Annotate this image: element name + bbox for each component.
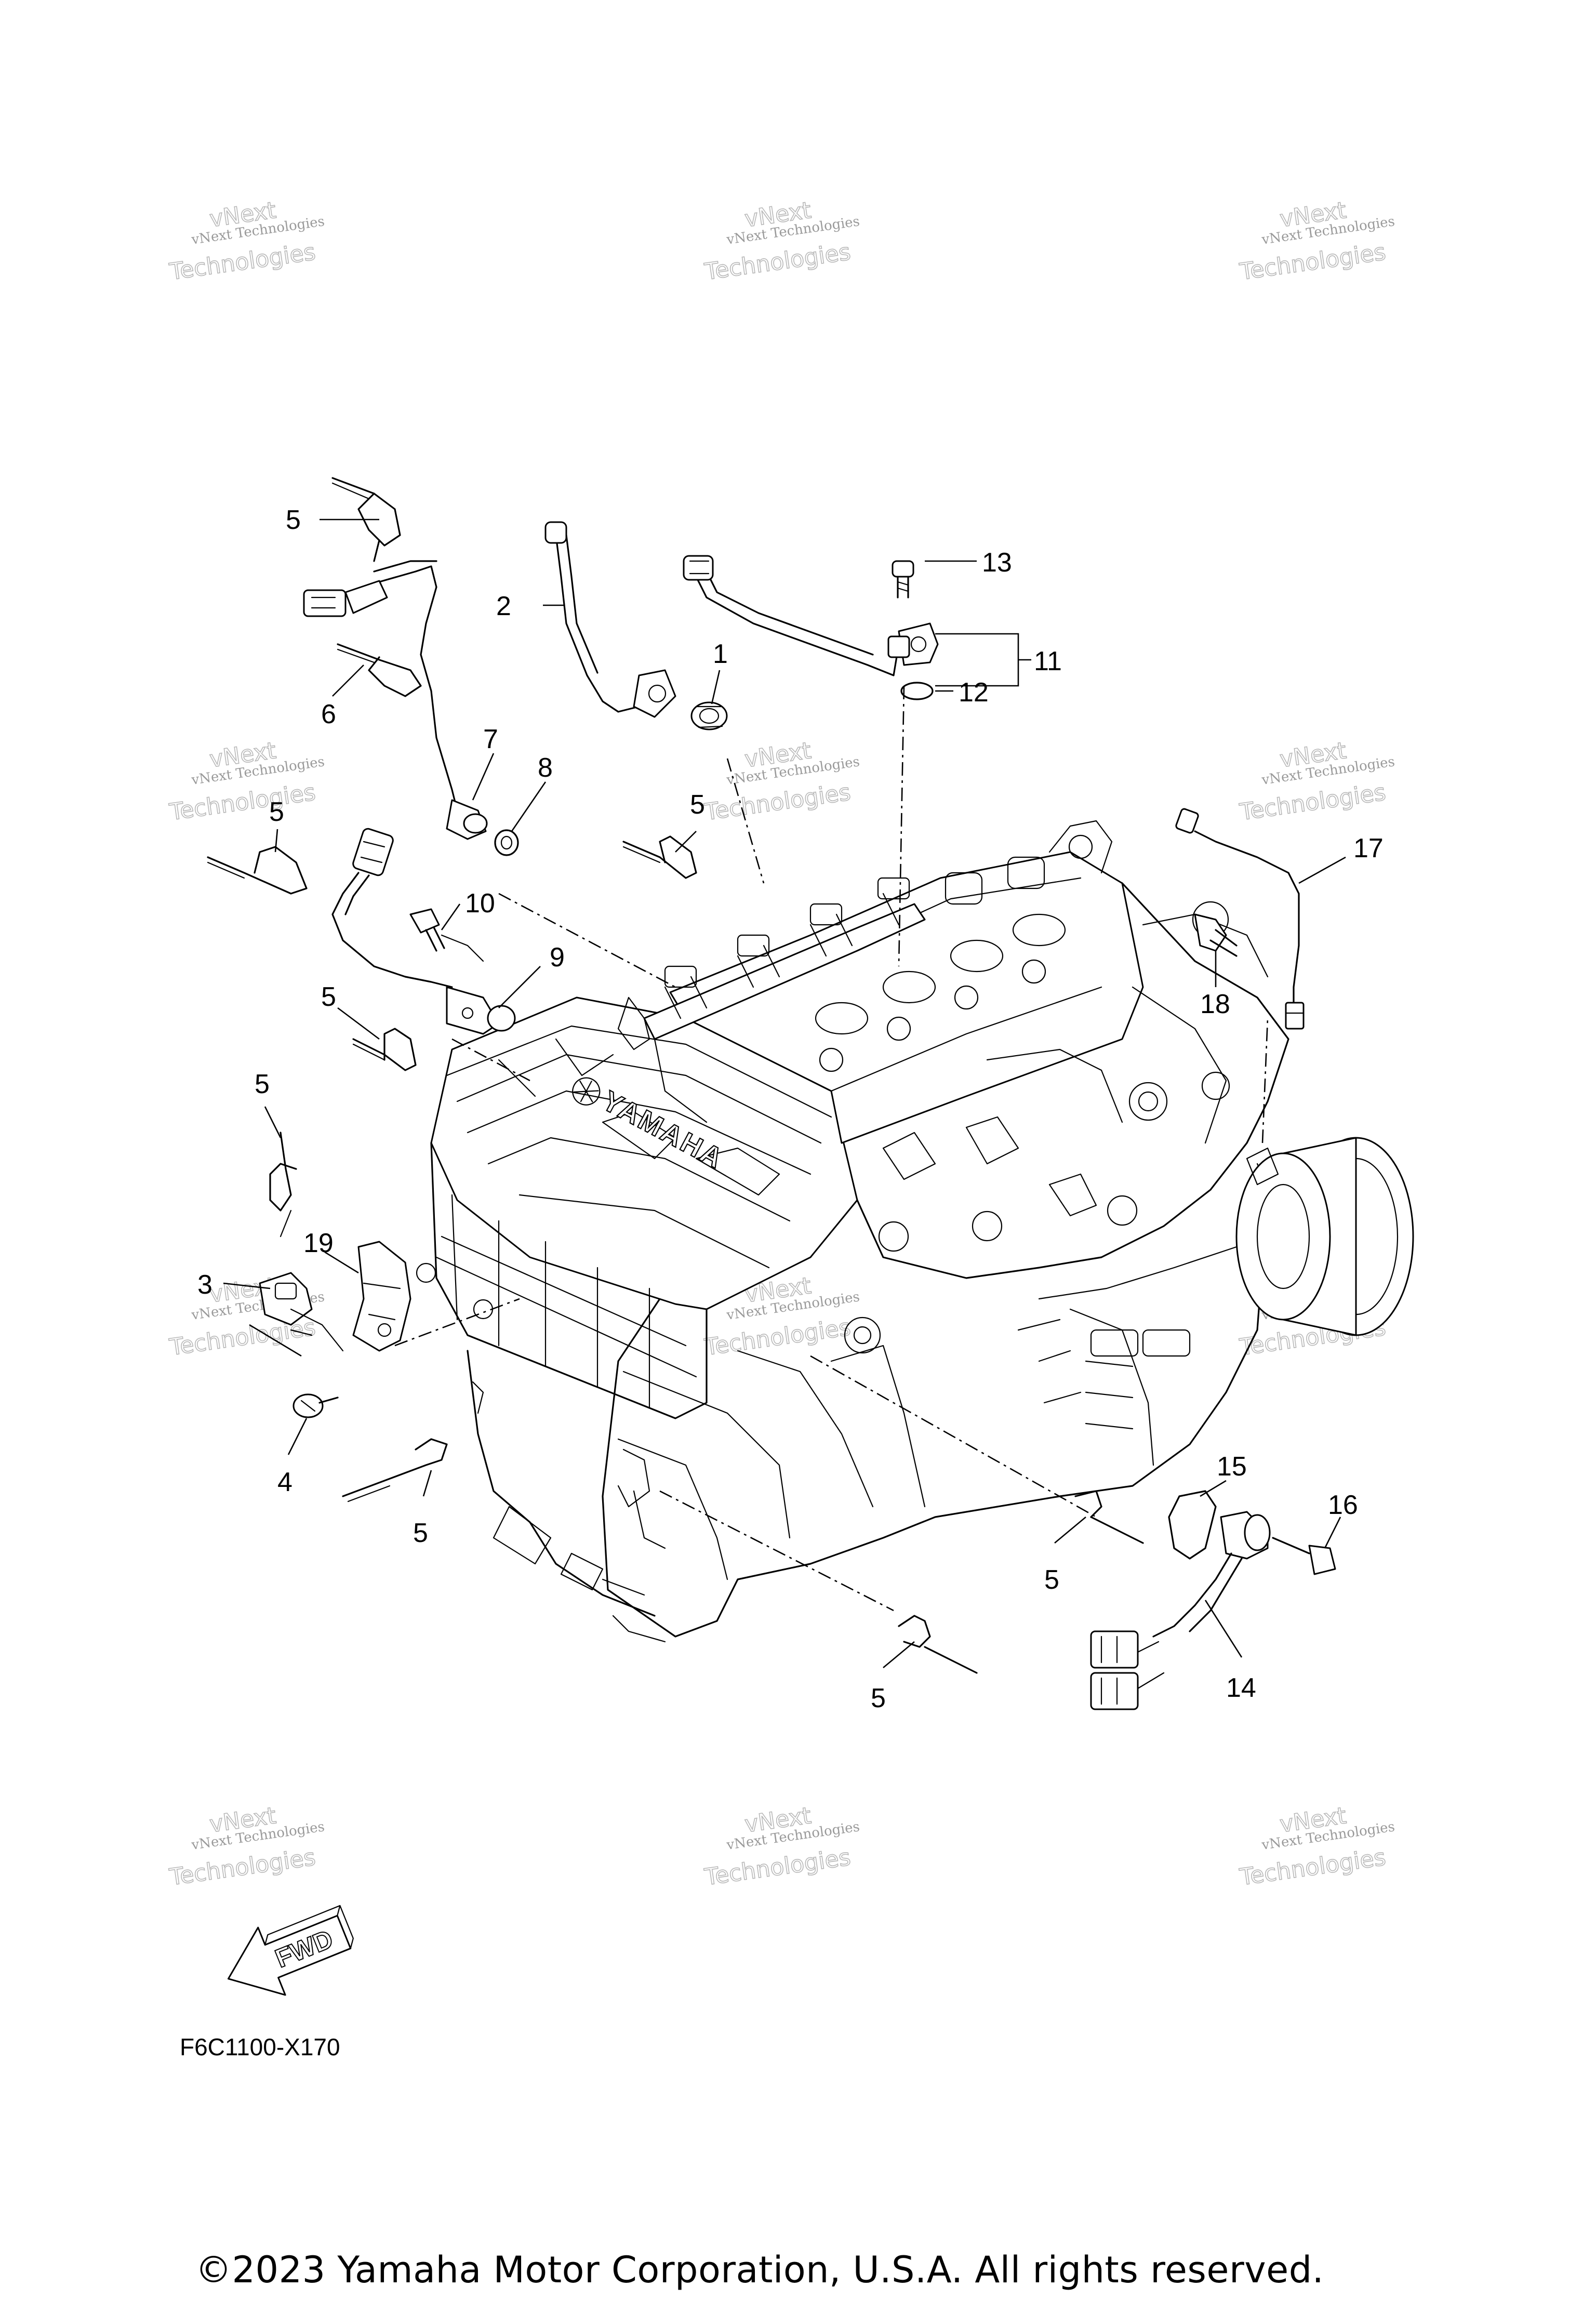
part-5-cable-tie	[342, 1438, 448, 1502]
callout-5a: 5	[286, 505, 301, 535]
callout-9: 9	[550, 942, 565, 973]
axis-line	[659, 1490, 894, 1612]
part-6-cable-tie	[337, 643, 422, 697]
callout-5d: 5	[321, 982, 336, 1012]
part-3-sensor	[259, 1272, 344, 1352]
svg-text:Technologies: Technologies	[703, 779, 853, 826]
injector-group	[664, 877, 910, 1019]
callout-15: 15	[1217, 1452, 1247, 1482]
fwd-arrow: FWD	[227, 1905, 354, 1996]
part-7-sensor	[303, 560, 488, 840]
part-16-bolt	[1272, 1537, 1336, 1575]
part-5-cable-tie	[622, 835, 697, 879]
callout-18: 18	[1200, 989, 1230, 1019]
callout-7: 7	[483, 724, 498, 754]
callout-6: 6	[321, 699, 336, 729]
svg-text:Technologies: Technologies	[1238, 1844, 1388, 1891]
part-5-cable-tie	[352, 1028, 417, 1071]
watermark: Technologies vNext Technologies vNext	[702, 1802, 861, 1891]
engine-crankcase	[602, 1261, 1264, 1638]
part-4-screw	[292, 1393, 339, 1418]
part-5-cable-tie	[1074, 1490, 1144, 1544]
callout-4: 4	[277, 1467, 292, 1497]
callout-11: 11	[1034, 646, 1062, 676]
part-18-clamp	[1194, 913, 1238, 957]
part-11-sensor-assembly	[683, 555, 939, 676]
watermark: Technologies vNext Technologies vNext	[167, 1802, 326, 1891]
svg-text:Technologies: Technologies	[168, 779, 317, 826]
part-19-bracket	[352, 1241, 411, 1352]
part-8-washer	[494, 829, 519, 856]
watermark: Technologies vNext Technologies vNext	[702, 737, 861, 826]
callout-5f: 5	[413, 1518, 428, 1548]
part-5-cable-tie	[898, 1615, 978, 1674]
callout-19: 19	[303, 1228, 334, 1258]
callout-12: 12	[959, 677, 989, 708]
callouts: 1 2 3 4 5 5 5 5 5 5 5 5 5 6 7 8 9 10 11 …	[197, 505, 1384, 1713]
part-15-gasket	[1168, 1490, 1217, 1560]
callout-5b: 5	[269, 797, 284, 827]
part-1-sensor	[690, 701, 728, 730]
engine-assembly: YAMAHA	[394, 685, 1414, 1643]
svg-text:Technologies: Technologies	[703, 1844, 853, 1891]
callout-5g: 5	[1044, 1565, 1059, 1595]
svg-text:Technologies: Technologies	[703, 1314, 853, 1361]
part-10-bolt	[409, 908, 484, 962]
svg-text:Technologies: Technologies	[168, 1844, 317, 1891]
svg-text:Technologies: Technologies	[703, 238, 853, 285]
fwd-arrow-icon	[227, 1914, 352, 1996]
svg-text:Technologies: Technologies	[168, 238, 317, 285]
part-2-sensor-lead	[544, 521, 676, 718]
plenum-lower-box	[430, 1142, 708, 1419]
axis-line	[1261, 1018, 1269, 1143]
axis-line	[394, 1298, 520, 1347]
part-14-sensor	[1090, 1511, 1271, 1710]
part-5-cable-tie	[269, 1132, 297, 1238]
cylinder-head	[669, 851, 1144, 1144]
axis-line	[498, 893, 676, 988]
figure-code: F6C1100-X170	[180, 2033, 340, 2060]
watermark: Technologies vNext Technologies vNext	[167, 196, 326, 286]
watermark: Technologies vNext Technologies vNext	[167, 737, 326, 826]
watermark: Technologies vNext Technologies vNext	[1238, 1802, 1396, 1891]
axis-line	[810, 1355, 1097, 1518]
axis-line	[726, 758, 765, 884]
watermark: Technologies vNext Technologies vNext	[702, 196, 861, 286]
callout-3: 3	[197, 1270, 212, 1300]
svg-text:Technologies: Technologies	[1238, 779, 1388, 826]
watermark: Technologies vNext Technologies vNext	[1238, 737, 1396, 826]
copyright-notice: ©2023 Yamaha Motor Corporation, U.S.A. A…	[195, 2249, 1324, 2291]
callout-8: 8	[538, 753, 553, 783]
callout-5h: 5	[871, 1683, 886, 1713]
callout-13: 13	[982, 548, 1012, 578]
watermark: Technologies vNext Technologies vNext	[1238, 196, 1396, 286]
callout-14: 14	[1226, 1673, 1256, 1703]
lower-harness-bracket	[467, 1350, 656, 1617]
part-12-o-ring	[900, 682, 934, 700]
part-17-sensor	[1175, 808, 1305, 1030]
parts	[207, 477, 1336, 1710]
callout-10: 10	[465, 888, 495, 919]
flywheel-coupler	[1235, 1137, 1414, 1336]
axis-line	[451, 1038, 530, 1082]
callout-2: 2	[496, 591, 511, 621]
exhaust-manifold	[856, 882, 1289, 1279]
leader-lines	[223, 518, 1346, 1668]
part-13-screw	[892, 560, 914, 599]
part-5-cable-tie	[331, 477, 401, 562]
svg-text:Technologies: Technologies	[1238, 238, 1388, 285]
callout-5e: 5	[255, 1069, 270, 1099]
callout-17: 17	[1353, 833, 1384, 863]
callout-1: 1	[713, 639, 728, 669]
part-5-cable-tie	[207, 846, 308, 895]
callout-5c: 5	[690, 790, 705, 820]
axis-line	[898, 685, 905, 967]
callout-16: 16	[1328, 1490, 1358, 1520]
part-9-sensor	[331, 828, 516, 1035]
